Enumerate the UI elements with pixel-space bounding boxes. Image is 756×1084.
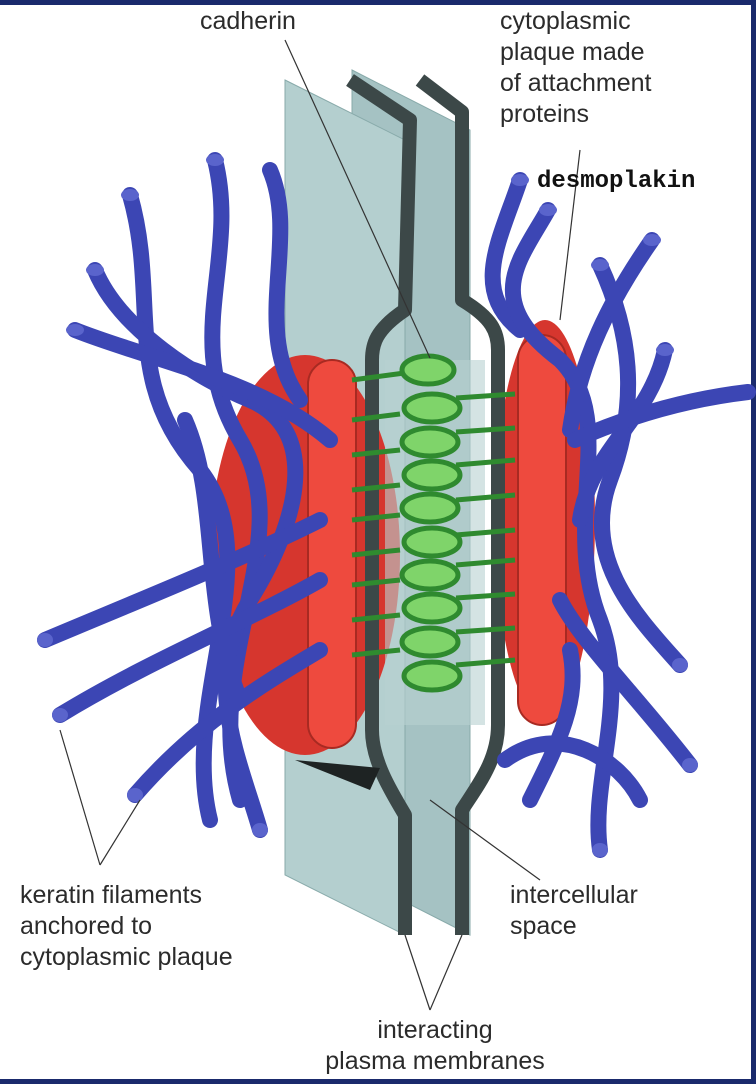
cadherin-label: cadherin — [200, 6, 296, 37]
membranes-label-line2: plasma membranes — [280, 1046, 590, 1077]
intercellular-label: intercellular space — [510, 880, 638, 942]
desmoplakin-label: desmoplakin — [537, 166, 695, 197]
membranes-label: interacting plasma membranes — [280, 1015, 590, 1077]
desmoplakin-plaque — [518, 335, 566, 725]
keratin-label: keratin filaments anchored to cytoplasmi… — [20, 880, 233, 973]
keratin-label-line3: cytoplasmic plaque — [20, 942, 233, 973]
plaque-left-slab — [308, 360, 356, 748]
plaque-label: cytoplasmic plaque made of attachment pr… — [500, 6, 651, 130]
keratin-label-line1: keratin filaments — [20, 880, 233, 911]
intercellular-label-line2: space — [510, 911, 638, 942]
keratin-label-line2: anchored to — [20, 911, 233, 942]
plaque-label-line4: proteins — [500, 99, 651, 130]
plaque-label-line3: of attachment — [500, 68, 651, 99]
plaque-label-line1: cytoplasmic — [500, 6, 651, 37]
intercellular-label-line1: intercellular — [510, 880, 638, 911]
plaque-label-line2: plaque made — [500, 37, 651, 68]
membranes-label-line1: interacting — [280, 1015, 590, 1046]
